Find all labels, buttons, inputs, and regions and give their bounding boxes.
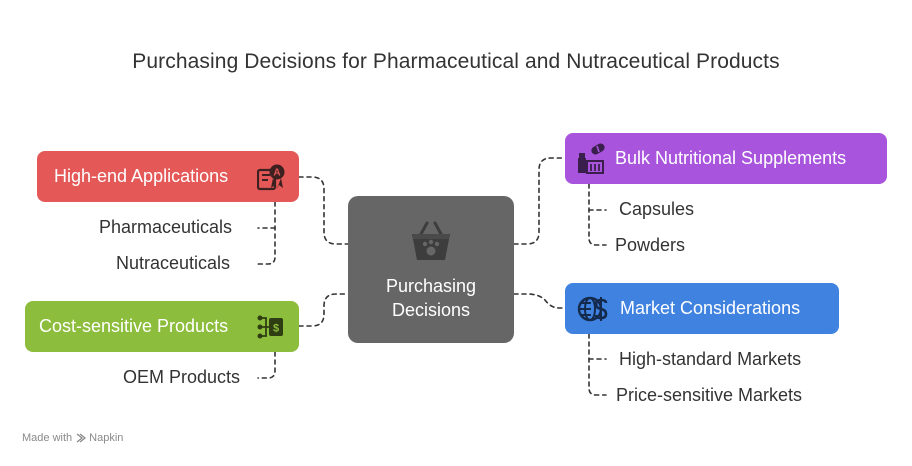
bulk-nutritional-supplements-node: Bulk Nutritional Supplements: [565, 133, 887, 184]
connector-cost-items: [257, 351, 276, 379]
cost-sensitive-products-node: Cost-sensitive Products $: [25, 301, 299, 352]
connector-high-end-items: [257, 201, 276, 265]
list-item-capsules: Capsules: [619, 199, 695, 219]
svg-text:A: A: [273, 168, 280, 179]
diagram-title: Purchasing Decisions for Pharmaceutical …: [132, 50, 780, 73]
list-item-oem-products: OEM Products: [123, 367, 241, 387]
supplements-icon: [577, 143, 607, 175]
connector-bulk: [513, 157, 566, 245]
market-considerations-label: Market Considerations: [620, 298, 801, 318]
napkin-logo-icon: [76, 433, 87, 443]
footer-attribution: Made with Napkin: [22, 432, 123, 444]
cost-sensitive-products-label: Cost-sensitive Products: [39, 316, 229, 336]
connector-market-items: [588, 333, 607, 396]
high-end-applications-node: High-end Applications A: [37, 151, 299, 202]
high-end-applications-label: High-end Applications: [54, 166, 229, 186]
center-label-line2: Decisions: [391, 300, 471, 320]
globe-dollar-icon: [577, 295, 609, 323]
certificate-icon: A: [257, 163, 287, 191]
list-item-pharmaceuticals: Pharmaceuticals: [99, 217, 233, 237]
list-item-nutraceuticals: Nutraceuticals: [116, 253, 231, 273]
center-label: Purchasing Decisions: [348, 274, 514, 322]
napkin-brand-label: Napkin: [89, 432, 124, 444]
market-considerations-node: Market Considerations: [565, 283, 839, 334]
connector-market: [513, 293, 566, 309]
made-with-text: Made with: [22, 432, 73, 444]
list-item-powders: Powders: [615, 235, 686, 255]
connector-high-end: [298, 176, 349, 245]
connector-bulk-items: [588, 183, 607, 246]
napkin-brand: Napkin: [76, 432, 123, 444]
list-item-price-sensitive-markets: Price-sensitive Markets: [616, 385, 803, 405]
center-label-line1: Purchasing: [385, 276, 477, 296]
cost-flow-icon: $: [257, 314, 285, 340]
list-item-high-standard-markets: High-standard Markets: [619, 349, 802, 369]
bulk-nutritional-supplements-label: Bulk Nutritional Supplements: [615, 148, 847, 168]
svg-text:$: $: [273, 323, 279, 335]
center-node: Purchasing Decisions: [348, 196, 514, 343]
basket-icon: [408, 220, 454, 269]
connector-cost-sensitive: [298, 293, 349, 327]
